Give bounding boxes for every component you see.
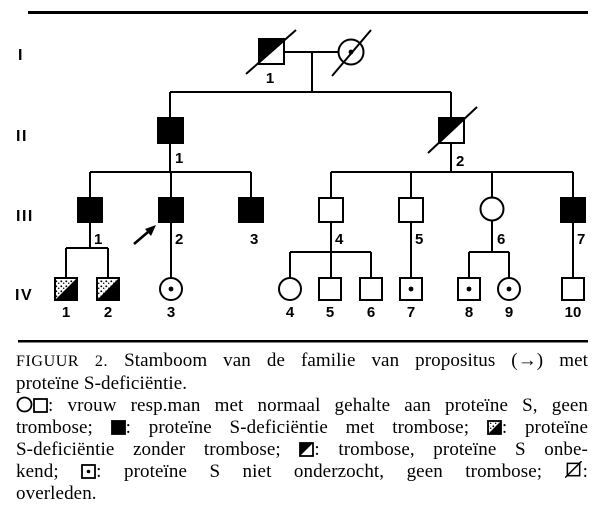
pedigree-connector-lines bbox=[65, 51, 574, 278]
pedigree-member-III-5: 5 bbox=[398, 197, 424, 248]
legend-line-2: trombose; : proteïne S-deficiëntie met t… bbox=[16, 417, 588, 438]
pedigree-member-I-1: 1 bbox=[245, 29, 297, 87]
member-number: 9 bbox=[505, 304, 513, 321]
member-number: 7 bbox=[577, 231, 585, 248]
legend-circle-icon bbox=[16, 396, 33, 413]
member-number: 6 bbox=[497, 231, 505, 248]
legend-line-4: kend; : proteïne S niet onderzocht, geen… bbox=[16, 461, 588, 482]
pedigree-member-IV-7: 7 bbox=[399, 277, 423, 321]
deceased-slash bbox=[245, 29, 297, 75]
legend-slashed-square-icon bbox=[564, 461, 582, 479]
member-number: 1 bbox=[62, 304, 70, 321]
pedigree-member-IV-1: 1 bbox=[54, 277, 78, 321]
pedigree-member-IV-3: 3 bbox=[159, 277, 183, 321]
member-number: 5 bbox=[415, 231, 423, 248]
pedigree-member-I-2 bbox=[331, 29, 372, 77]
generation-label-IV: IV bbox=[15, 287, 33, 304]
pedigree-member-IV-9: 9 bbox=[497, 277, 521, 321]
legend-line-5: overleden. bbox=[16, 483, 97, 504]
member-number: 2 bbox=[456, 153, 464, 170]
pedigree-member-II-1: 1 bbox=[157, 117, 184, 167]
member-number: 1 bbox=[94, 231, 102, 248]
member-number: 6 bbox=[367, 304, 375, 321]
deceased-slash bbox=[427, 106, 478, 154]
member-number: 1 bbox=[266, 70, 274, 87]
member-number: 1 bbox=[175, 150, 183, 167]
propositus-arrow-icon bbox=[133, 225, 156, 245]
member-number: 2 bbox=[104, 304, 112, 321]
generation-label-I: I bbox=[18, 47, 24, 64]
pedigree-member-III-2: 2 bbox=[158, 197, 184, 248]
legend-line-1: : vrouw resp.man met normaal gehalte aan… bbox=[16, 395, 588, 417]
member-number: 4 bbox=[286, 304, 295, 321]
pedigree-member-IV-6: 6 bbox=[359, 277, 383, 321]
legend-line-3: S-deficiëntie zonder trombose; : trombos… bbox=[16, 439, 588, 460]
caption-line-1: FIGUUR 2. Stamboom van de familie van pr… bbox=[16, 350, 588, 373]
generation-label-III: III bbox=[16, 208, 34, 225]
legend-square-icon bbox=[33, 398, 48, 413]
member-number: 3 bbox=[167, 304, 175, 321]
pedigree-member-IV-10: 10 bbox=[561, 277, 585, 321]
pedigree-diagram: I II III IV bbox=[15, 29, 588, 343]
pedigree-member-IV-4: 4 bbox=[278, 277, 302, 321]
pedigree-member-IV-2: 2 bbox=[96, 277, 120, 321]
member-number: 10 bbox=[565, 304, 582, 321]
pedigree-member-III-6: 6 bbox=[479, 196, 505, 248]
generation-label-II: II bbox=[16, 128, 28, 145]
caption-line-2: proteïne S-deficiëntie. bbox=[16, 373, 188, 394]
legend-filled-square-icon bbox=[110, 420, 126, 435]
pedigree-member-IV-8: 8 bbox=[457, 277, 481, 321]
member-number: 2 bbox=[175, 231, 183, 248]
caption-title-text: Stamboom van de familie van propositus (… bbox=[124, 350, 588, 371]
deceased-slash bbox=[331, 29, 372, 77]
pedigree-member-III-4: 4 bbox=[318, 197, 344, 248]
pedigree-member-III-3: 3 bbox=[238, 197, 264, 248]
pedigree-member-III-7: 7 bbox=[560, 197, 586, 248]
member-number: 5 bbox=[326, 304, 334, 321]
legend-dot-square-icon bbox=[81, 464, 97, 479]
pedigree-member-II-2: 2 bbox=[427, 106, 478, 170]
divider-rule bbox=[18, 340, 588, 343]
figure-number-label: FIGUUR 2. bbox=[16, 353, 109, 370]
member-number: 4 bbox=[335, 231, 344, 248]
figure-caption: FIGUUR 2. Stamboom van de familie van pr… bbox=[16, 350, 588, 505]
top-rule bbox=[28, 11, 588, 14]
member-number: 8 bbox=[465, 304, 473, 321]
legend-half-filled-square-icon bbox=[299, 442, 315, 457]
pedigree-member-III-1: 1 bbox=[77, 197, 103, 248]
legend-stippled-square-icon bbox=[486, 420, 502, 435]
member-number: 3 bbox=[250, 231, 258, 248]
member-number: 7 bbox=[407, 304, 415, 321]
pedigree-member-IV-5: 5 bbox=[318, 277, 342, 321]
